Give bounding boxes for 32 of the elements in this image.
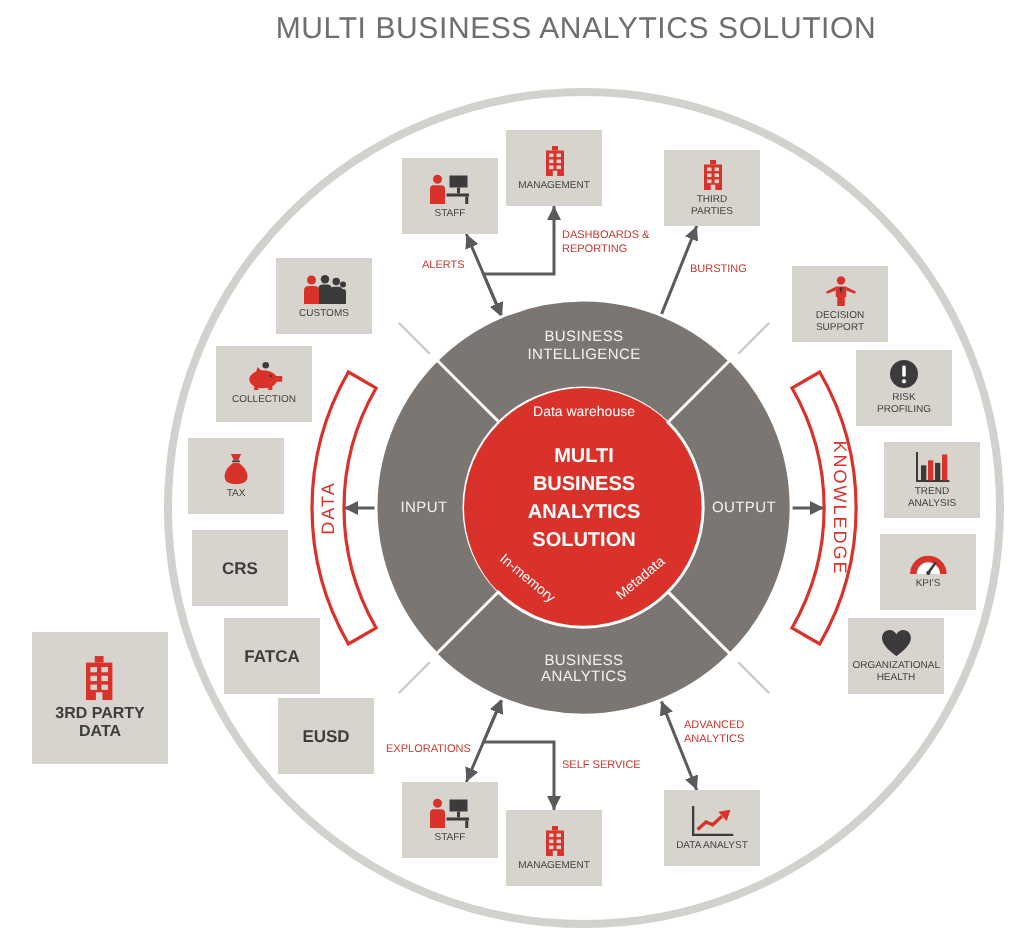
diagram-title: MULTI BUSINESS ANALYTICS SOLUTION xyxy=(275,12,877,48)
info-tile xyxy=(188,438,284,514)
info-tile xyxy=(792,266,888,342)
arrow xyxy=(792,501,824,515)
info-tile xyxy=(848,618,944,694)
double-headed-arrow xyxy=(659,700,699,791)
info-tile xyxy=(402,158,498,234)
info-tile xyxy=(32,632,168,764)
tile-label: FATCA xyxy=(244,646,300,666)
info-tile xyxy=(216,346,312,422)
info-tile xyxy=(192,530,288,606)
arrow xyxy=(659,225,699,316)
info-tile xyxy=(278,698,374,774)
info-tile xyxy=(402,782,498,858)
tile-label: EUSD xyxy=(302,726,350,746)
info-tile xyxy=(664,790,760,866)
info-tile xyxy=(856,350,952,426)
info-tile xyxy=(884,442,980,518)
double-headed-arrow xyxy=(481,206,561,318)
info-tile xyxy=(664,150,760,226)
info-tile xyxy=(506,130,602,206)
double-headed-arrow xyxy=(481,698,561,810)
band-label: DATA xyxy=(318,481,338,535)
info-tile xyxy=(224,618,320,694)
arrow xyxy=(344,501,376,515)
info-tile xyxy=(506,810,602,886)
info-tile xyxy=(880,534,976,610)
center-title: MULTI BUSINESS ANALYTICS SOLUTION xyxy=(525,444,643,553)
band-label: KNOWLEDGE xyxy=(829,440,850,576)
tile-label: CRS xyxy=(222,558,258,578)
info-tile xyxy=(276,258,372,334)
tile-label: 3RD PARTY DATA xyxy=(53,703,147,741)
